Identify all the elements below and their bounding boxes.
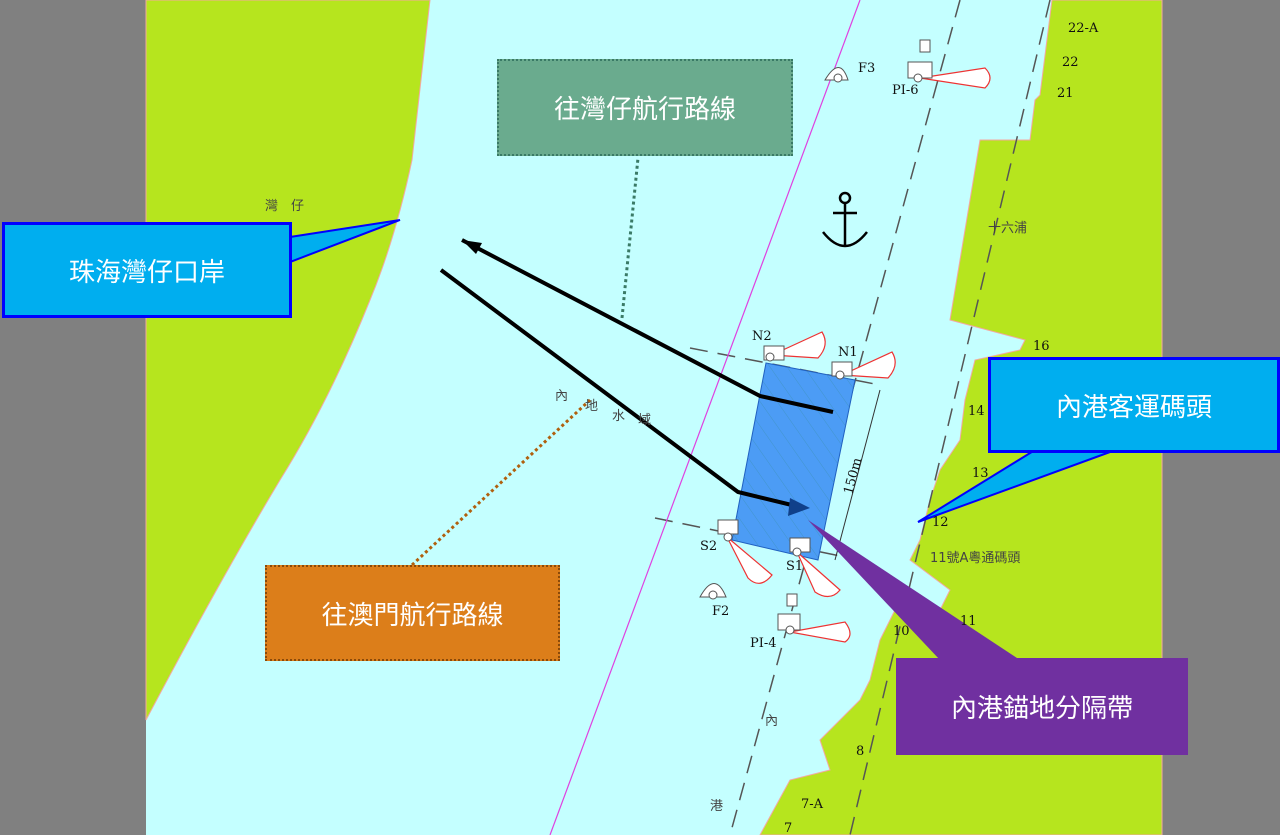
callout-to-wanzai: 往灣仔航行路線 <box>497 59 793 156</box>
boundary-line <box>549 0 861 835</box>
svg-text:地: 地 <box>585 399 598 414</box>
pier-number: 12 <box>932 515 949 530</box>
pier-number: 21 <box>1057 86 1074 101</box>
label-shiliupu: 十六浦 <box>988 221 1027 236</box>
buoy-markers <box>726 67 991 643</box>
label-wanzai: 灣 仔 <box>265 199 304 214</box>
svg-text:水: 水 <box>612 409 625 424</box>
svg-text:港: 港 <box>710 799 723 814</box>
pier-number: 7-A <box>801 797 824 812</box>
pier-number: 10 <box>893 624 910 639</box>
marker-f2: F2 <box>712 604 729 619</box>
svg-text:內: 內 <box>555 389 568 404</box>
marker-s1: S1 <box>786 559 803 574</box>
pier-number: 16 <box>1033 339 1050 354</box>
route-to-macau <box>439 268 801 509</box>
route-to-wanzai <box>461 238 834 414</box>
pier-number: 7 <box>784 821 792 835</box>
left-land <box>145 0 431 721</box>
pier-number: 14 <box>968 404 985 419</box>
label-inner-harbour: 內 港 <box>710 714 778 814</box>
callout-anchorage-zone: 內港錨地分隔帶 <box>896 658 1188 755</box>
anchor-icon <box>822 191 868 248</box>
marker-s2: S2 <box>700 539 717 554</box>
pier-number: 22-A <box>1068 21 1099 36</box>
marker-n1: N1 <box>838 345 858 360</box>
label-inland-waters: 內 地 水 域 <box>555 389 651 428</box>
pier-number: 22 <box>1062 55 1079 70</box>
pier-number: 13 <box>972 466 989 481</box>
marker-n2: N2 <box>752 329 772 344</box>
callout-wanzai-port: 珠海灣仔口岸 <box>2 222 292 318</box>
svg-text:域: 域 <box>638 413 651 428</box>
pier-number: 11 <box>960 614 977 629</box>
marker-pi4: PI-4 <box>750 636 777 651</box>
marker-f3: F3 <box>858 61 875 76</box>
label-pier-11a: 11號A粵通碼頭 <box>930 551 1020 566</box>
callout-inner-harbour-pier: 內港客運碼頭 <box>988 357 1280 453</box>
marker-pi6: PI-6 <box>892 83 919 98</box>
svg-text:內: 內 <box>765 714 778 729</box>
callout-to-macau: 往澳門航行路線 <box>265 565 560 661</box>
right-land <box>759 0 1163 835</box>
pier-number: 8 <box>856 744 864 759</box>
